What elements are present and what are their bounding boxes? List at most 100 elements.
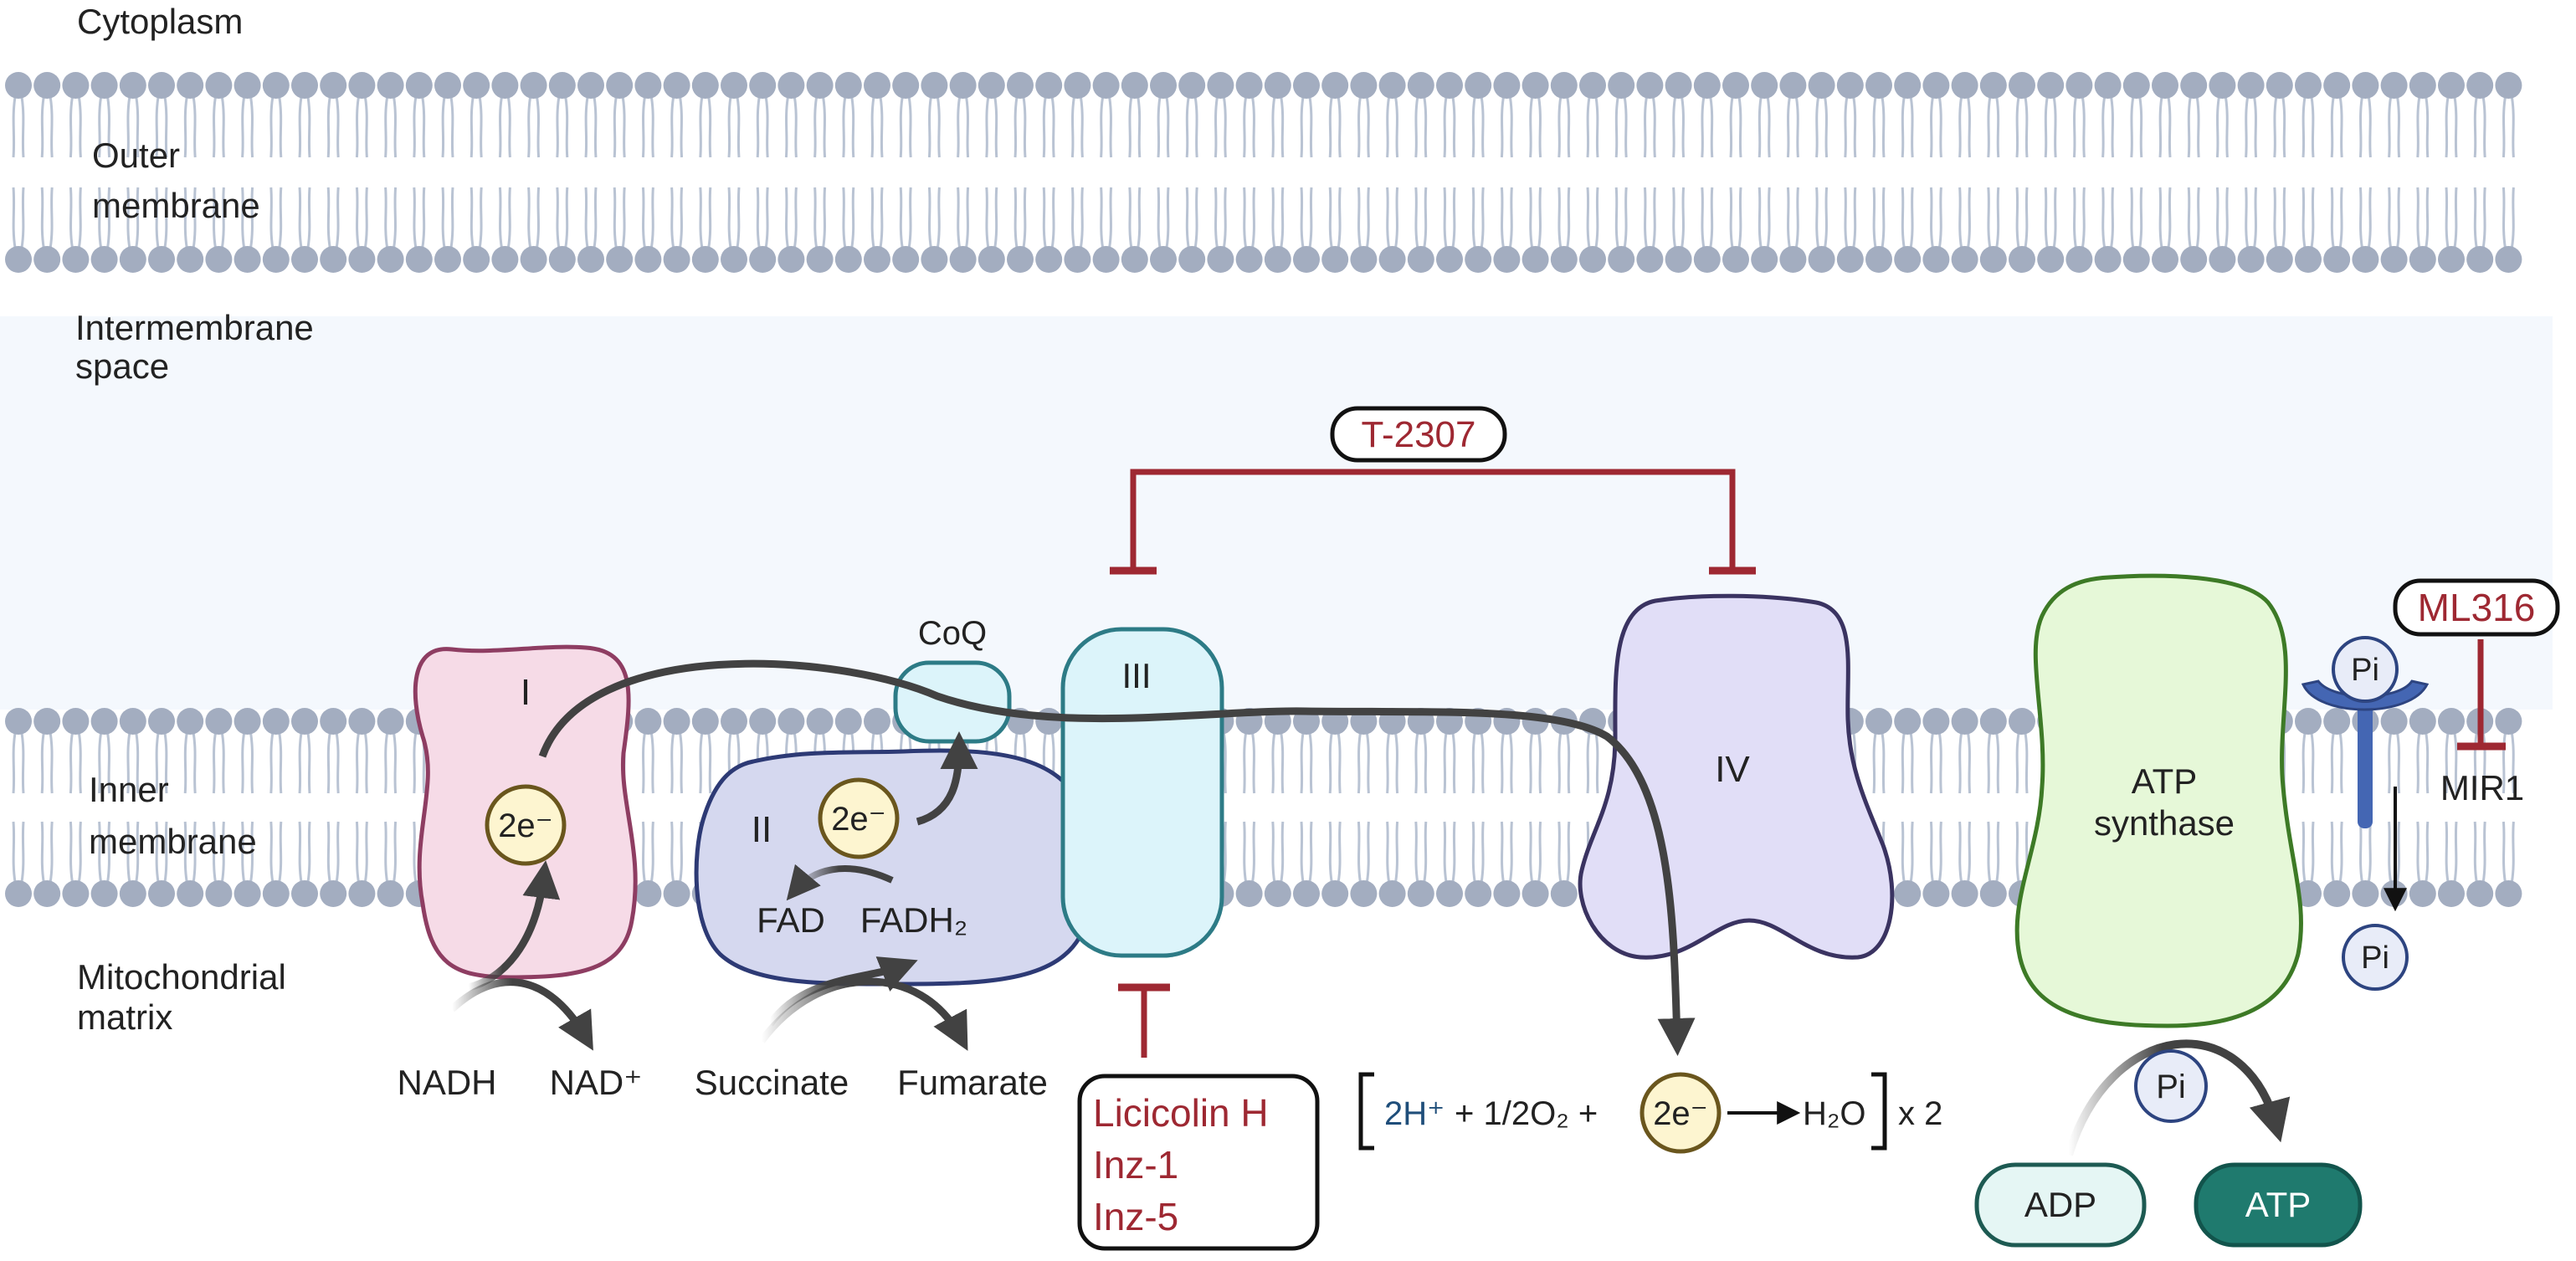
- electron-label: 2e⁻: [498, 807, 553, 844]
- lipid-tail: [393, 732, 398, 794]
- pi-circle: [2332, 636, 2399, 703]
- lipid-tail: [355, 732, 360, 794]
- lipid-tail: [1987, 96, 1992, 158]
- lipid-head: [90, 246, 118, 273]
- complex-1: I 2e⁻: [413, 644, 638, 980]
- lipid-tail: [1243, 821, 1248, 883]
- lipid-head: [463, 72, 490, 99]
- lipid-tail: [527, 187, 532, 249]
- lipid-tail: [2388, 732, 2393, 794]
- lipid-head: [5, 708, 32, 735]
- lipid-tail: [2158, 187, 2163, 249]
- lipid-tail: [441, 187, 446, 249]
- lipid-tail: [2310, 732, 2315, 794]
- lipid-tail: [1594, 96, 1599, 158]
- lipid-tail: [2167, 187, 2172, 249]
- lipid-tail: [1280, 732, 1285, 794]
- lipid-tail: [822, 96, 827, 158]
- lipid-tail: [2481, 732, 2486, 794]
- protons-label: 2H⁺: [1384, 1095, 1445, 1132]
- lipid-tail: [2101, 187, 2106, 249]
- nadh-label: NADH: [397, 1063, 496, 1102]
- matrix-label-line2: matrix: [77, 997, 172, 1037]
- lipid-tail: [269, 821, 275, 883]
- lipid-head: [233, 880, 261, 907]
- lipid-tail: [2510, 96, 2515, 158]
- nadh-oxidation-arc: [449, 978, 593, 1051]
- lipid-head: [864, 246, 890, 273]
- lipid-tail: [2473, 187, 2478, 249]
- lipid-tail: [20, 732, 25, 794]
- lipid-head: [2237, 246, 2265, 273]
- lipid-tail: [641, 96, 646, 158]
- matrix-label-line1: Mitochondrial: [77, 957, 286, 997]
- lipid-tail: [1300, 821, 1305, 883]
- lipid-tail: [1937, 821, 1942, 883]
- ml316-inhibition: ML316: [2393, 578, 2560, 751]
- lipid-head: [1608, 246, 1635, 273]
- lipid-head: [1894, 72, 1922, 99]
- lipid-tail: [2367, 187, 2372, 249]
- lipid-tail: [2044, 187, 2049, 249]
- lipid-head: [2495, 72, 2522, 99]
- lipid-head: [5, 72, 32, 99]
- lipid-tail: [2481, 187, 2486, 249]
- lipid-head: [1407, 72, 1434, 99]
- lipid-tail: [2072, 96, 2077, 158]
- lipid-tail: [1157, 96, 1162, 158]
- lipid-head: [1636, 72, 1664, 99]
- lipid-head: [663, 708, 690, 735]
- lipid-tail: [2473, 96, 2478, 158]
- lipid-tail: [756, 187, 761, 249]
- electron-label: 2e⁻: [831, 801, 886, 838]
- lipid-tail: [1480, 96, 1485, 158]
- lipid-tail: [1557, 732, 1563, 794]
- lipid-head: [1235, 72, 1263, 99]
- lipid-head: [921, 246, 948, 273]
- lipid-tail: [2445, 187, 2450, 249]
- lipid-head: [1150, 72, 1177, 99]
- lipid-tail: [241, 821, 246, 883]
- lipid-tail: [1280, 187, 1285, 249]
- electron-label: 2e⁻: [1653, 1095, 1708, 1132]
- lipid-tail: [1243, 732, 1248, 794]
- lipid-tail: [1022, 96, 1027, 158]
- lipid-head: [634, 708, 662, 735]
- lipid-head: [262, 880, 290, 907]
- lipid-head: [2438, 72, 2465, 99]
- lipid-tail: [2015, 96, 2020, 158]
- lipid-tail: [393, 96, 398, 158]
- pi-label: Pi: [2361, 941, 2389, 976]
- lipid-head: [291, 708, 318, 735]
- lipid-tail: [2473, 732, 2478, 794]
- lipid-tail: [413, 96, 418, 158]
- lipid-tail: [498, 187, 503, 249]
- lipid-tail: [556, 187, 561, 249]
- lipid-head: [2466, 246, 2494, 273]
- lipid-tail: [2195, 187, 2200, 249]
- lipid-head: [1436, 880, 1463, 907]
- lipid-tail: [126, 732, 131, 794]
- lipid-tail: [1508, 187, 1513, 249]
- lipid-tail: [1222, 821, 1227, 883]
- lipid-tail: [1165, 187, 1170, 249]
- lipid-tail: [1786, 96, 1791, 158]
- lipid-tail: [506, 96, 511, 158]
- lipid-head: [33, 72, 61, 99]
- lipid-tail: [2367, 821, 2372, 883]
- t2307-inhibition: T-2307: [1110, 406, 1756, 575]
- lipid-tail: [1537, 187, 1542, 249]
- lipid-tail: [641, 821, 646, 883]
- lipid-tail: [12, 96, 17, 158]
- mir1-carrier: Pi MIR1 Pi: [2301, 636, 2524, 991]
- lipid-head: [1436, 246, 1463, 273]
- lipid-tail: [298, 821, 303, 883]
- lipid-head: [262, 72, 290, 99]
- lipid-head: [148, 246, 175, 273]
- lipid-tail: [212, 821, 217, 883]
- lipid-head: [978, 72, 1005, 99]
- lipid-tail: [1300, 96, 1305, 158]
- lipid-tail: [306, 732, 311, 794]
- lipid-head: [148, 880, 175, 907]
